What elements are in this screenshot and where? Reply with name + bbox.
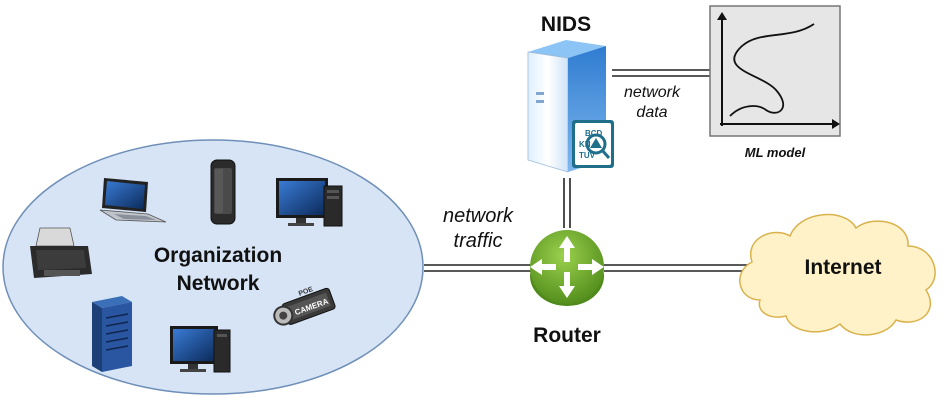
- link-org-router: [424, 264, 533, 272]
- router-label: Router: [533, 324, 601, 347]
- camera-icon: CAMERA POE: [273, 286, 336, 326]
- network-data-label-line2: data: [636, 104, 667, 121]
- printer-icon: [30, 227, 92, 278]
- smartphone-icon: [210, 159, 236, 225]
- poe-label: POE: [298, 286, 315, 298]
- internet-label: Internet: [804, 256, 881, 279]
- link-nids-router: [563, 178, 571, 228]
- cloud-icon: [739, 213, 936, 336]
- desktop-icon: [170, 326, 231, 373]
- network-traffic-label-line2: traffic: [454, 230, 503, 252]
- ml-model-label: ML model: [745, 145, 806, 160]
- link-router-internet: [604, 264, 760, 272]
- link-nids-ml: [612, 69, 712, 77]
- ids-letters-2: KN: [579, 140, 591, 149]
- nids-label: NIDS: [541, 13, 591, 36]
- router-icon: [530, 230, 604, 306]
- org-network-label-line1: Organization: [154, 244, 282, 267]
- ml-chart-icon: [709, 5, 841, 137]
- tower-server-icon: [92, 296, 132, 372]
- ids-letters-3: TUV: [579, 151, 596, 160]
- org-network-label-line2: Network: [177, 272, 260, 295]
- network-traffic-label-line1: network: [443, 205, 514, 227]
- ids-badge-icon: BCD KN TUV: [572, 120, 614, 168]
- laptop-icon: [99, 178, 167, 223]
- ids-letters-1: BCD: [585, 129, 603, 138]
- desktop-icon: [276, 178, 343, 227]
- network-data-label-line1: network: [624, 84, 681, 101]
